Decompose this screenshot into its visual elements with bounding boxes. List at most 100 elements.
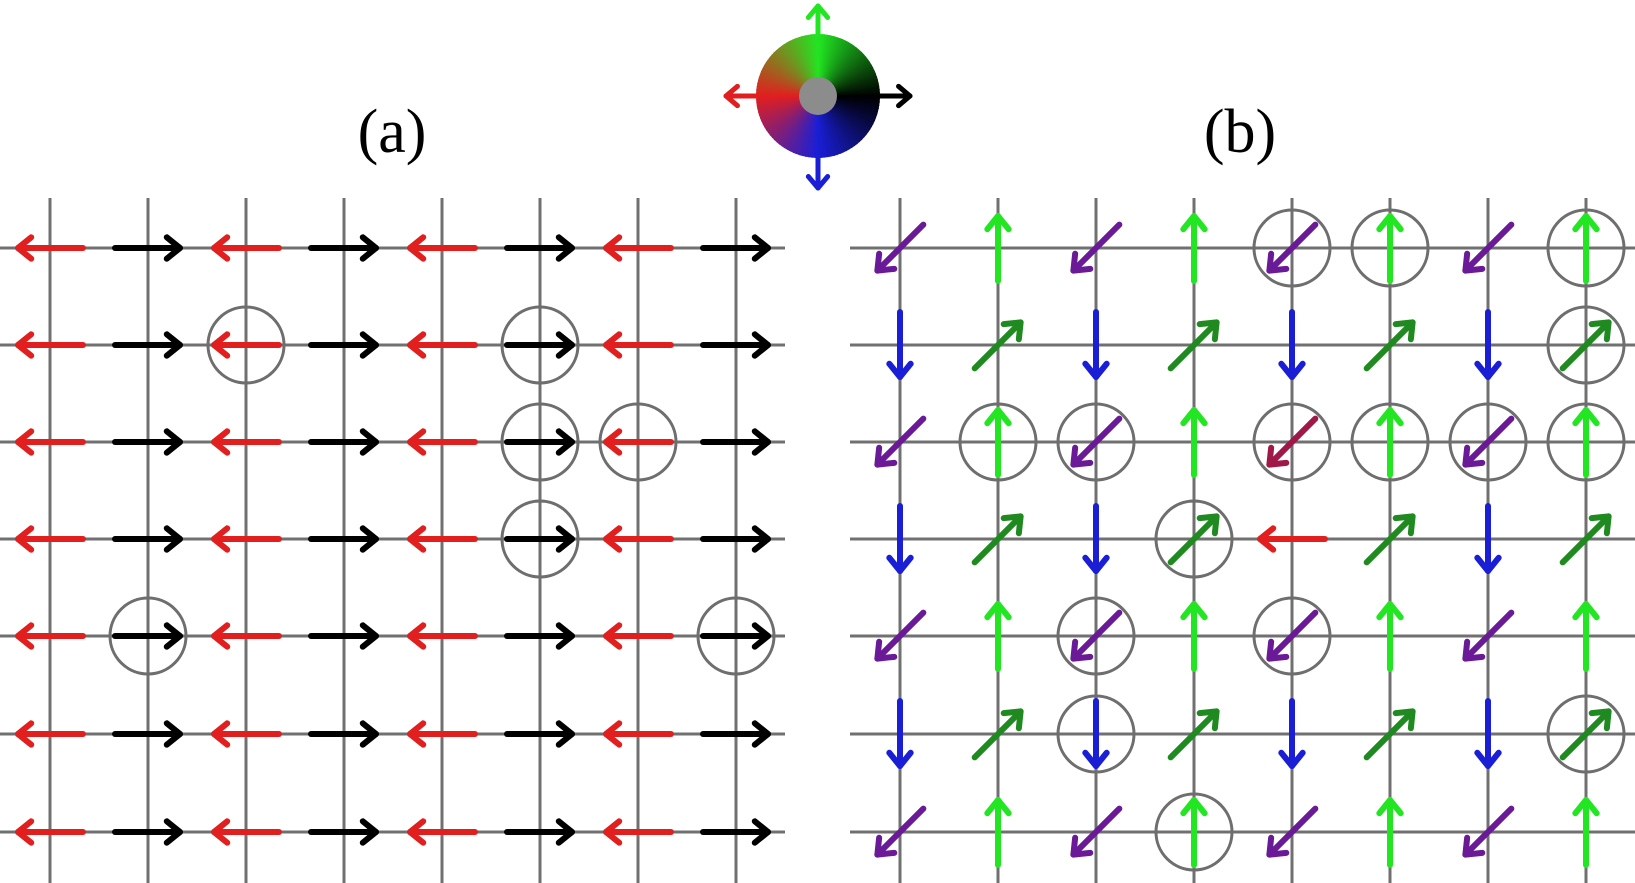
spin-arrow	[603, 428, 674, 456]
spin-arrow	[1180, 797, 1208, 868]
defect-circle	[1056, 694, 1136, 774]
spin-arrow	[15, 720, 86, 748]
spin-arrow	[874, 415, 927, 468]
spin-arrow	[1180, 407, 1208, 478]
spin-arrow	[308, 720, 379, 748]
spin-arrow	[407, 720, 478, 748]
spin-arrow	[504, 428, 575, 456]
spin-arrow	[1462, 221, 1515, 274]
spin-arrow	[1070, 805, 1123, 858]
spin-arrow	[1572, 407, 1600, 478]
spin-arrow	[886, 698, 914, 769]
wheel-arrow-east-icon	[877, 83, 913, 109]
spin-arrow	[112, 622, 183, 650]
spin-arrow	[1266, 221, 1319, 274]
spin-arrow	[603, 622, 674, 650]
spin-arrow	[1376, 213, 1404, 284]
defect-circle	[1252, 596, 1332, 676]
spin-arrow	[407, 818, 478, 846]
defect-circle	[500, 402, 580, 482]
spin-arrow	[15, 525, 86, 553]
spin-arrow	[1559, 708, 1612, 761]
spin-arrow	[211, 818, 282, 846]
spin-arrow	[504, 331, 575, 359]
spin-arrow	[1363, 513, 1416, 566]
spin-arrow	[1167, 513, 1220, 566]
panel-a-label: (a)	[358, 98, 427, 166]
spin-arrow	[504, 818, 575, 846]
defect-circle	[1252, 208, 1332, 288]
spin-arrow	[1082, 309, 1110, 380]
spin-arrow	[211, 234, 282, 262]
spin-arrow	[407, 234, 478, 262]
wheel-arrow-north-icon	[805, 3, 831, 37]
spin-arrow	[1376, 797, 1404, 868]
panel-b-label: (b)	[1204, 98, 1276, 166]
defect-circle	[1154, 499, 1234, 579]
spin-arrow	[1363, 319, 1416, 372]
spin-arrow	[1180, 601, 1208, 672]
spin-arrow	[211, 331, 282, 359]
spin-arrow	[971, 319, 1024, 372]
color-wheel-direction-arrows	[723, 3, 913, 191]
spin-arrow	[504, 234, 575, 262]
defect-circle	[1252, 402, 1332, 482]
spin-arrow	[407, 331, 478, 359]
defect-circle	[1448, 402, 1528, 482]
spin-arrow	[1070, 609, 1123, 662]
wheel-arrow-south-icon	[805, 155, 831, 191]
defect-circle	[1350, 208, 1430, 288]
spin-arrow	[874, 221, 927, 274]
spin-arrow	[407, 428, 478, 456]
spin-arrow	[603, 331, 674, 359]
spin-arrow	[407, 622, 478, 650]
spin-arrow	[1376, 601, 1404, 672]
spin-arrow	[112, 331, 183, 359]
spin-arrow	[1266, 609, 1319, 662]
spin-arrow	[112, 818, 183, 846]
spin-arrow	[308, 525, 379, 553]
defect-circle	[1546, 208, 1626, 288]
defect-circle	[1154, 792, 1234, 872]
spin-arrow	[1363, 708, 1416, 761]
defect-circle	[1546, 305, 1626, 385]
spin-arrow	[700, 234, 771, 262]
spin-arrow	[504, 720, 575, 748]
defect-circle	[500, 305, 580, 385]
spin-arrow	[1572, 797, 1600, 868]
spin-arrow	[603, 818, 674, 846]
color-wheel-center	[799, 77, 837, 115]
spin-arrow	[700, 818, 771, 846]
spin-arrow	[1167, 319, 1220, 372]
spin-arrow	[1278, 309, 1306, 380]
spin-arrow	[112, 720, 183, 748]
spin-arrow	[211, 428, 282, 456]
spin-arrow	[308, 331, 379, 359]
spin-arrow	[603, 525, 674, 553]
spin-arrow	[1070, 221, 1123, 274]
spin-arrow	[308, 234, 379, 262]
spin-arrow	[211, 525, 282, 553]
spin-arrow	[1572, 601, 1600, 672]
defect-circle	[958, 402, 1038, 482]
wheel-arrow-west-icon	[723, 83, 759, 109]
defect-circle	[206, 305, 286, 385]
spin-arrow	[1266, 415, 1319, 468]
spin-arrow	[1167, 708, 1220, 761]
spin-arrow	[886, 309, 914, 380]
spin-arrow	[1559, 319, 1612, 372]
defect-circle	[108, 596, 188, 676]
spin-arrow	[1474, 309, 1502, 380]
spin-arrow	[971, 708, 1024, 761]
spin-arrow	[971, 513, 1024, 566]
spin-arrow	[1462, 805, 1515, 858]
spin-arrow	[407, 525, 478, 553]
spin-arrow	[1070, 415, 1123, 468]
defect-circle	[1056, 402, 1136, 482]
spin-arrow	[1082, 503, 1110, 574]
spin-arrow	[1376, 407, 1404, 478]
spin-arrow	[1266, 805, 1319, 858]
spin-arrow	[984, 601, 1012, 672]
spin-arrow	[1559, 513, 1612, 566]
